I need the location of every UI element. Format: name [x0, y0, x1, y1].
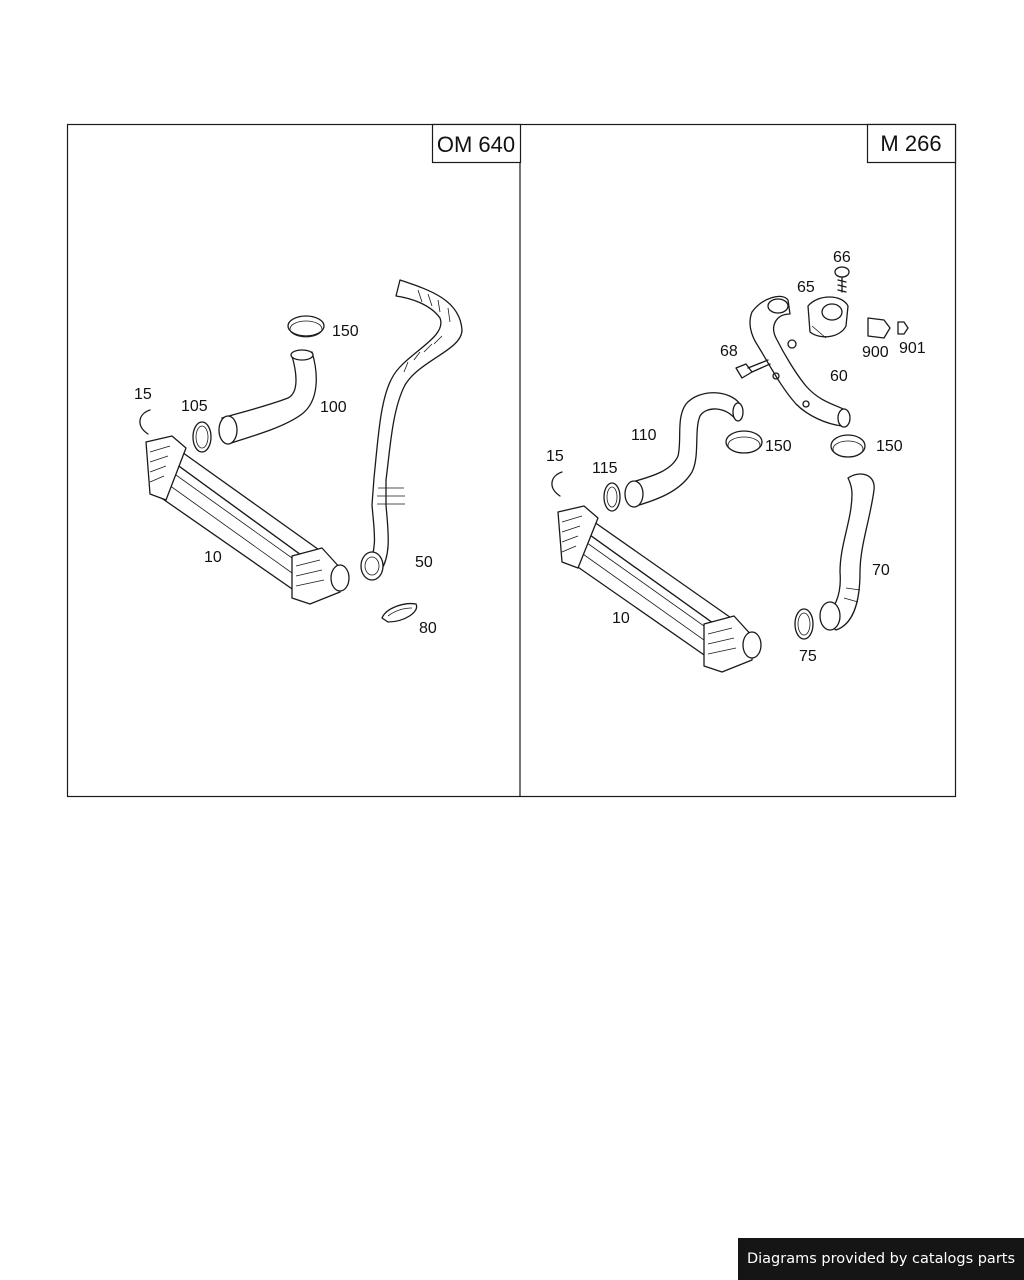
- hose-clamp-150-left: [287, 315, 325, 338]
- seal-ring-105: [192, 421, 212, 453]
- hose-clamp-150-right-b: [830, 434, 866, 458]
- clip-15-left: [139, 409, 151, 435]
- hose-clamp-150-right-a: [725, 430, 763, 454]
- plug-901: [897, 321, 909, 335]
- screw-66: [834, 266, 850, 293]
- label-900: 900: [862, 344, 889, 361]
- intercooler-left: [145, 435, 350, 605]
- seal-ring-115: [603, 482, 621, 512]
- label-60: 60: [830, 368, 848, 385]
- engine-tag-box-left: [431, 123, 522, 164]
- clip-15-right: [551, 471, 563, 497]
- label-150-right-a: 150: [765, 438, 792, 455]
- hose-110: [624, 392, 744, 508]
- label-115: 115: [592, 460, 618, 477]
- label-68: 68: [720, 343, 738, 360]
- seal-ring-75: [794, 608, 814, 640]
- label-10-left: 10: [204, 549, 222, 566]
- label-70: 70: [872, 562, 890, 579]
- pipe-60: [749, 295, 851, 428]
- label-110: 110: [631, 427, 657, 444]
- label-150-left: 150: [332, 323, 359, 340]
- engine-tag-box-right: [866, 123, 957, 164]
- label-901: 901: [899, 340, 926, 357]
- intercooler-right: [557, 505, 762, 673]
- hose-100: [218, 349, 317, 445]
- engine-tag-right: M 266: [880, 131, 941, 156]
- valve-65: [807, 296, 849, 339]
- bolt-68: [735, 359, 771, 379]
- label-105: 105: [181, 398, 208, 415]
- label-15-right: 15: [546, 448, 564, 465]
- label-100: 100: [320, 399, 347, 416]
- hose-70: [819, 473, 875, 631]
- label-15-left: 15: [134, 386, 152, 403]
- gasket-80: [381, 602, 418, 623]
- label-50: 50: [415, 554, 433, 571]
- label-65: 65: [797, 279, 815, 296]
- connector-900: [867, 317, 891, 339]
- label-75: 75: [799, 648, 817, 665]
- credit-banner: Diagrams provided by catalogs parts: [738, 1238, 1024, 1280]
- label-150-right-b: 150: [876, 438, 903, 455]
- label-66: 66: [833, 249, 851, 266]
- engine-tag-left: OM 640: [437, 132, 515, 157]
- label-10-right: 10: [612, 610, 630, 627]
- hose-50: [360, 279, 463, 581]
- label-80: 80: [419, 620, 437, 637]
- diagram-frame: [66, 123, 957, 798]
